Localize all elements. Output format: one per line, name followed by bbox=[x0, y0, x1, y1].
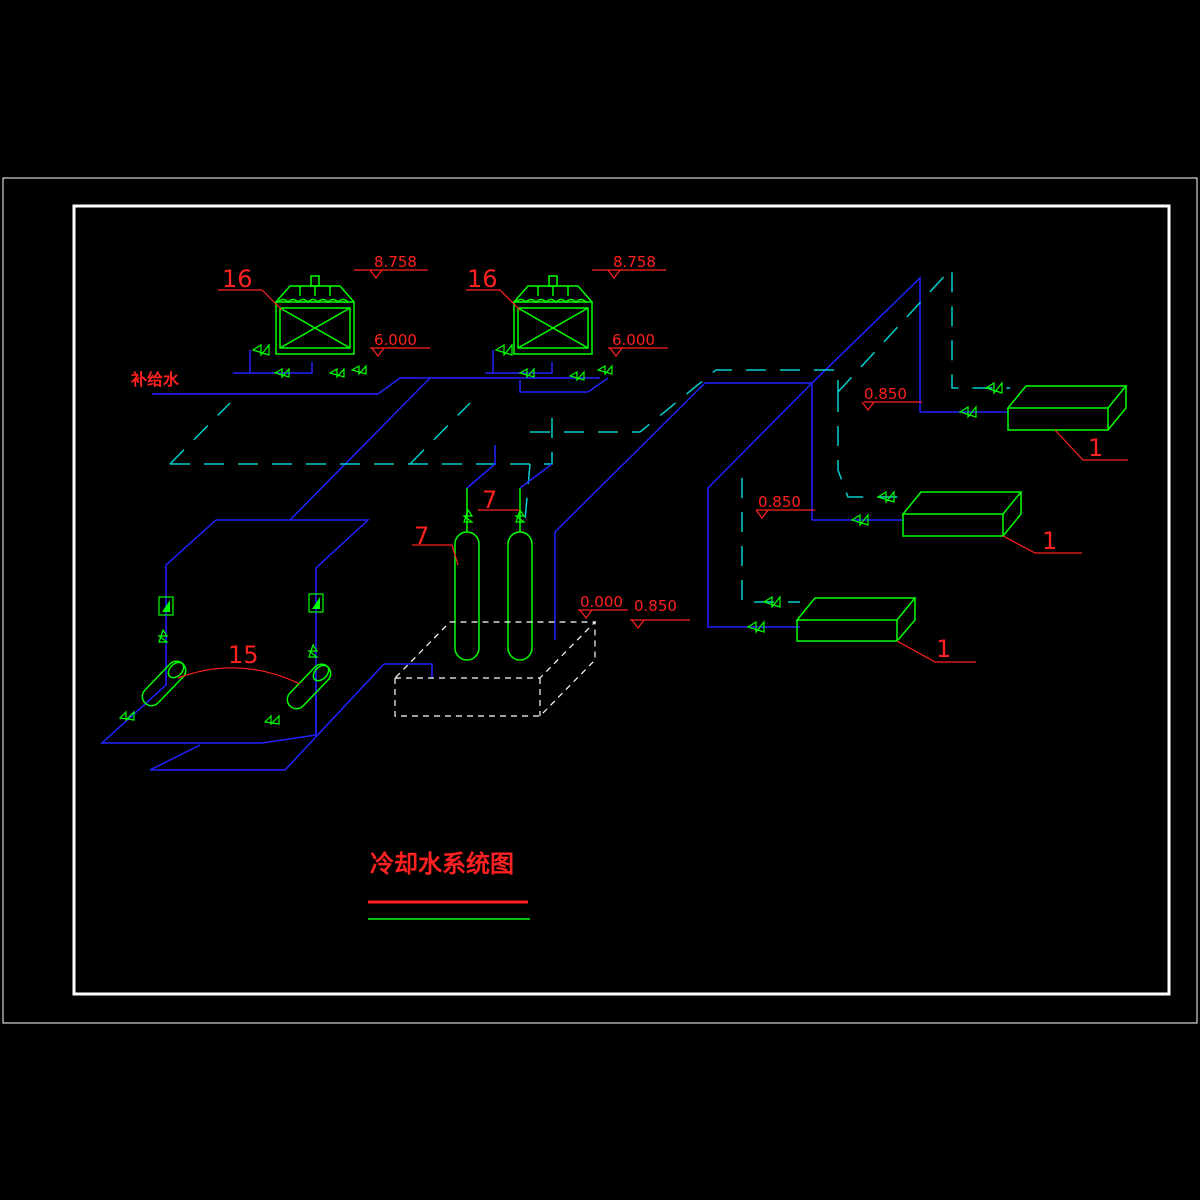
water-tank-base bbox=[393, 621, 597, 717]
unit-3-tag: 1 bbox=[936, 635, 951, 663]
outer-border bbox=[2, 177, 1198, 1024]
pump-check-valves bbox=[158, 593, 324, 616]
elevation-markers bbox=[369, 269, 875, 629]
cooling-tower-2 bbox=[513, 275, 593, 355]
leader-lines bbox=[177, 269, 1128, 904]
tower-2-base-elevation: 6.000 bbox=[612, 331, 655, 349]
inner-border bbox=[72, 204, 1171, 996]
fan-coil-unit-1 bbox=[1006, 385, 1128, 431]
pump-tag: 15 bbox=[228, 641, 259, 669]
tank-stub-pipes bbox=[466, 445, 553, 489]
tower-2-tag: 16 bbox=[467, 265, 498, 293]
tank-base-elevation: 0.000 bbox=[580, 593, 623, 611]
drawing-title: 冷却水系统图 bbox=[370, 849, 514, 878]
cooling-tower-1 bbox=[275, 275, 355, 355]
return-pipes bbox=[169, 269, 1010, 603]
tower-1-base-elevation: 6.000 bbox=[374, 331, 417, 349]
supply-pipes bbox=[100, 276, 1008, 771]
tower-1-tag: 16 bbox=[222, 265, 253, 293]
upper-unit-elevation: 0.850 bbox=[864, 385, 907, 403]
pumps bbox=[141, 660, 332, 710]
fan-coil-unit-2 bbox=[901, 491, 1023, 537]
tower-1-top-elevation: 8.758 bbox=[374, 253, 417, 271]
unit-2-tag: 1 bbox=[1042, 527, 1057, 555]
valves bbox=[118, 343, 1003, 726]
unit-1-tag: 1 bbox=[1088, 434, 1103, 462]
makeup-water-label: 补给水 bbox=[130, 370, 180, 389]
middle-unit-elevation: 0.850 bbox=[758, 493, 801, 511]
tower-2-top-elevation: 8.758 bbox=[613, 253, 656, 271]
tank-tag-a: 7 bbox=[414, 522, 429, 550]
fan-coil-unit-3 bbox=[795, 597, 917, 642]
tank-tag-b: 7 bbox=[482, 486, 497, 514]
tank-pipe-elevation: 0.850 bbox=[634, 597, 677, 615]
